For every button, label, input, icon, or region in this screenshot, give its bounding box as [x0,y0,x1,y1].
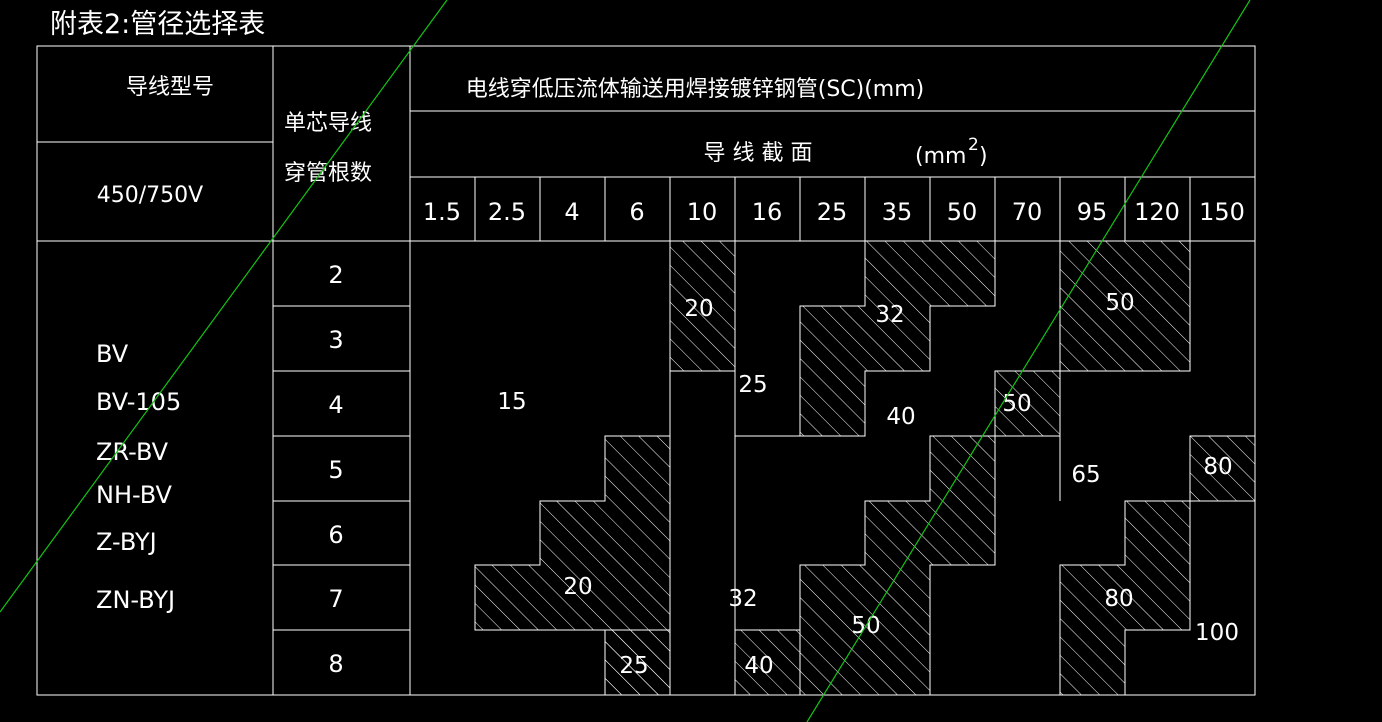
cross-section-value: 4 [564,198,579,226]
cross-section-value: 10 [687,198,718,226]
cross-section-value: 70 [1012,198,1043,226]
pipe-size-label: 25 [619,653,648,679]
pipe-size-label: 20 [563,574,592,600]
conductor-count-value: 6 [328,521,343,549]
pipe-size-label: 80 [1104,586,1133,612]
cross-section-values: 1.5 2.5 4 6 10 16 25 35 50 70 95 120 150 [423,198,1245,226]
wire-type-header: 导线型号 [126,75,214,100]
cross-section-value: 1.5 [423,198,461,226]
cross-section-value: 16 [752,198,783,226]
table-title: 附表2:管径选择表 [50,9,265,40]
cross-section-unit-close: ) [979,144,988,169]
voltage-header: 450/750V [97,183,203,208]
pipe-size-label: 20 [684,296,713,322]
conductor-count-header-line1: 单芯导线 [284,111,372,136]
cross-section-value: 35 [882,198,913,226]
pipe-size-label: 40 [744,653,773,679]
wire-model: BV [96,340,129,368]
conductor-count-value: 5 [328,456,343,484]
conductor-count-value: 7 [328,585,343,613]
cross-section-header: 导 线 截 面 [704,141,813,166]
pipe-size-label: 15 [497,389,526,415]
cross-section-value: 150 [1199,198,1245,226]
pipe-size-label: 80 [1203,454,1232,480]
wire-model: BV-105 [96,388,181,416]
pipe-size-label: 100 [1195,620,1239,646]
wire-model: NH-BV [96,481,173,509]
wire-model: Z-BYJ [96,528,157,556]
cross-section-value: 120 [1134,198,1180,226]
pipe-size-label: 25 [738,372,767,398]
conductor-count-value: 2 [328,261,343,289]
cross-section-unit-superscript: 2 [968,135,979,155]
cross-section-value: 50 [947,198,978,226]
conductor-count-value: 3 [328,326,343,354]
pipe-size-label: 50 [1105,290,1134,316]
pipe-size-label: 50 [1002,391,1031,417]
wire-model: ZR-BV [96,438,169,466]
cross-section-value: 6 [629,198,644,226]
hatched-zones [474,240,1256,696]
green-guide-lines [0,0,1251,722]
conductor-count-value: 4 [328,391,343,419]
pipe-size-label: 32 [728,586,757,612]
wire-model-list: BV BV-105 ZR-BV NH-BV Z-BYJ ZN-BYJ [96,340,181,614]
conductor-count-value: 8 [328,650,343,678]
conductor-count-header-line2: 穿管根数 [284,161,372,186]
zone-50-bottom [799,435,996,696]
cross-section-value: 95 [1077,198,1108,226]
conductor-count-values: 2 3 4 5 6 7 8 [328,261,343,678]
table-grid [36,45,1256,696]
pipe-size-labels: 15 20 25 20 32 25 40 32 40 50 50 65 50 8… [497,290,1239,679]
pipe-size-label: 40 [886,404,915,430]
cross-section-value: 2.5 [488,198,526,226]
wire-model: ZN-BYJ [96,586,175,614]
cross-section-value: 25 [817,198,848,226]
zone-32 [799,240,996,437]
pipe-size-label: 65 [1071,462,1100,488]
cross-section-unit: (mm [915,144,966,169]
pipe-type-header: 电线穿低压流体输送用焊接镀锌钢管(SC)(mm) [466,77,925,102]
pipe-size-label: 32 [875,302,904,328]
